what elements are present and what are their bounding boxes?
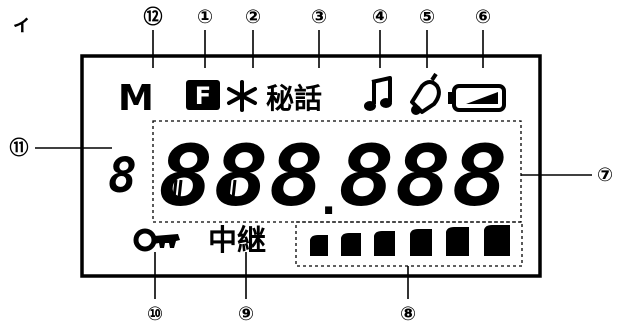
- callout-4: ④: [372, 6, 388, 28]
- signal-bar: [341, 233, 361, 256]
- signal-area: [295, 221, 523, 267]
- relay-indicator: 中継: [208, 223, 266, 257]
- signal-bar: [410, 229, 432, 256]
- signal-bars-icon: [310, 225, 510, 256]
- callout-1: ①: [197, 6, 213, 28]
- callout-11: ⑪: [9, 136, 28, 159]
- callout-5: ⑤: [419, 6, 435, 28]
- main-digits-left: 888: [158, 127, 324, 225]
- callout-12: ⑫: [143, 5, 162, 28]
- signal-bar: [446, 227, 469, 256]
- secret-call-indicator: 秘話: [266, 82, 322, 115]
- function-letter: F: [195, 82, 211, 110]
- decimal-point: .: [321, 178, 336, 224]
- asterisk-icon: [227, 80, 257, 112]
- signal-bar: [374, 231, 395, 256]
- music-note-icon: [364, 76, 392, 111]
- main-digits-right: 888: [338, 127, 508, 225]
- callout-8: ⑧: [400, 303, 416, 325]
- lcd-frame: [80, 54, 542, 278]
- function-indicator: F: [186, 80, 220, 110]
- callout-6: ⑥: [475, 6, 491, 28]
- signal-bar: [484, 225, 510, 256]
- callout-9: ⑨: [238, 303, 254, 325]
- callout-10: ⑩: [147, 303, 163, 325]
- callout-7: ⑦: [597, 164, 613, 186]
- header-fragment: ィ: [12, 11, 32, 35]
- bell-icon: [410, 72, 441, 115]
- memory-indicator: M: [118, 78, 154, 119]
- signal-bar: [310, 235, 328, 256]
- callout-3: ③: [311, 6, 327, 28]
- digit-sub-segments: [172, 179, 237, 199]
- sub-digit: 8: [108, 148, 137, 204]
- key-icon: [133, 228, 180, 252]
- callout-2: ②: [245, 6, 261, 28]
- leader-lines: [35, 30, 592, 299]
- battery-icon: [448, 84, 506, 112]
